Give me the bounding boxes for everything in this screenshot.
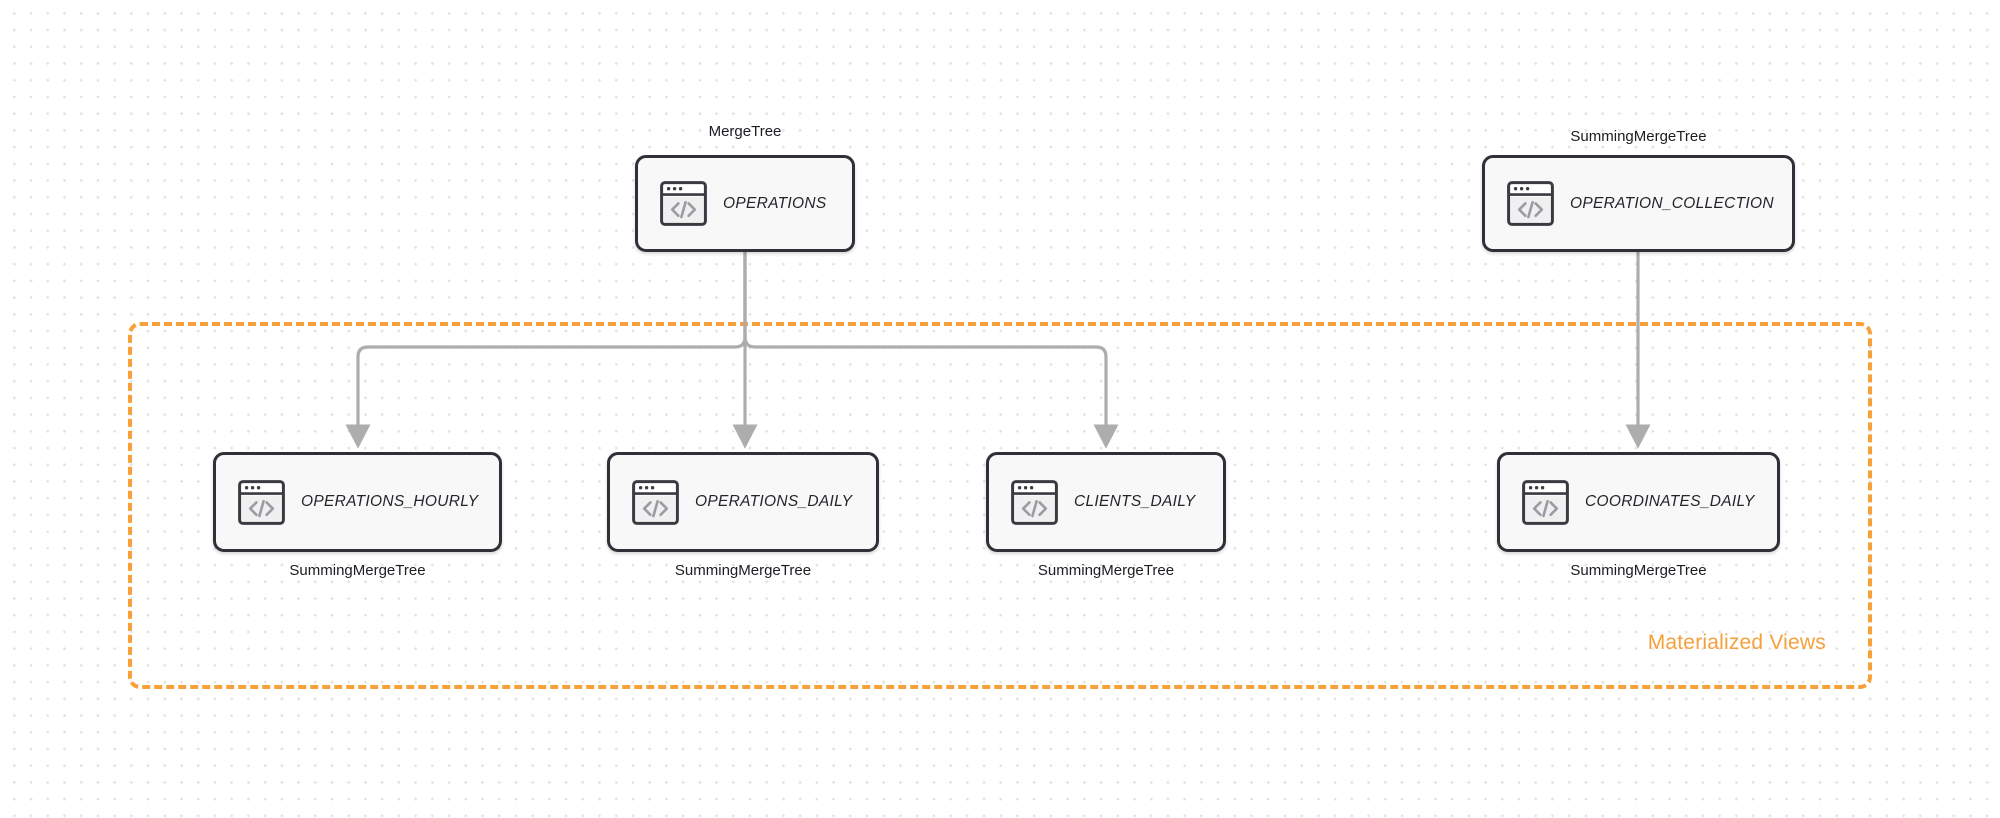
node-label-operations: OPERATIONS: [723, 194, 827, 212]
node-operations[interactable]: OPERATIONS: [635, 155, 855, 252]
code-window-icon: [1507, 181, 1554, 226]
engine-label-operation-collection: SummingMergeTree: [1570, 128, 1707, 145]
node-label-coordinates-daily: COORDINATES_DAILY: [1585, 493, 1755, 510]
engine-label-operations-daily: SummingMergeTree: [674, 562, 812, 579]
node-operations-hourly[interactable]: OPERATIONS_HOURLY: [213, 452, 502, 552]
engine-label-operations-hourly: SummingMergeTree: [289, 562, 426, 579]
node-label-operations-daily: OPERATIONS_DAILY: [695, 493, 853, 510]
node-operations-daily[interactable]: OPERATIONS_DAILY: [607, 452, 879, 552]
code-window-icon: [1522, 479, 1569, 525]
node-clients-daily[interactable]: CLIENTS_DAILY: [986, 452, 1226, 552]
node-label-clients-daily: CLIENTS_DAILY: [1074, 493, 1196, 510]
code-window-icon: [238, 479, 285, 525]
node-label-operation-collection: OPERATION_COLLECTION: [1570, 194, 1774, 212]
node-coordinates-daily[interactable]: COORDINATES_DAILY: [1497, 452, 1780, 552]
engine-label-clients-daily: SummingMergeTree: [1037, 562, 1175, 579]
code-window-icon: [1011, 479, 1058, 525]
engine-label-coordinates-daily: SummingMergeTree: [1570, 562, 1707, 579]
code-window-icon: [632, 479, 679, 525]
node-operation-collection[interactable]: OPERATION_COLLECTION: [1482, 155, 1795, 252]
engine-label-operations: MergeTree: [708, 123, 782, 140]
code-window-icon: [660, 181, 707, 226]
node-label-operations-hourly: OPERATIONS_HOURLY: [301, 493, 479, 510]
materialized-views-label: Materialized Views: [1647, 631, 1826, 654]
